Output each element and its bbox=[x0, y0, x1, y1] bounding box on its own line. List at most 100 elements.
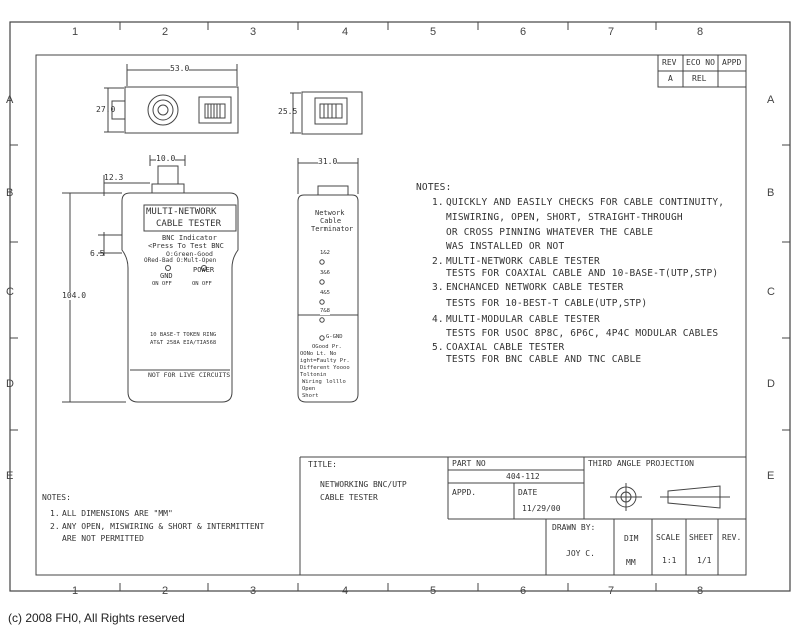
scale-label: SCALE bbox=[656, 533, 681, 542]
zone-col-1-bottom: 1 bbox=[72, 585, 79, 597]
zone-col-6-bottom: 6 bbox=[520, 585, 527, 597]
zone-col-7-bottom: 7 bbox=[608, 585, 615, 597]
tester-gnd-state: ON OFF bbox=[152, 281, 172, 287]
terminator-pin-4: 7&8 bbox=[320, 308, 330, 315]
notes-heading: NOTES: bbox=[416, 182, 452, 193]
note-5-number: 5. bbox=[432, 342, 444, 353]
sheet-value: 1/1 bbox=[697, 556, 712, 565]
projection-label: THIRD ANGLE PROJECTION bbox=[588, 459, 694, 468]
terminator-pin-5: G-GND bbox=[326, 334, 343, 340]
note-2-number: 2. bbox=[432, 256, 444, 267]
zone-row-c: C bbox=[6, 286, 14, 298]
rev-header-eco: ECO NO bbox=[686, 58, 715, 67]
zone-col-7: 7 bbox=[608, 26, 615, 38]
rev-value-rev: A bbox=[668, 74, 673, 83]
terminator-title-line3: Terminator bbox=[311, 225, 354, 233]
terminator-legend-line8: Open bbox=[302, 386, 316, 392]
appd-label: APPD. bbox=[452, 488, 477, 497]
zone-col-5-bottom: 5 bbox=[430, 585, 437, 597]
scale-value: 1:1 bbox=[662, 556, 677, 565]
note-5-line1: COAXIAL CABLE TESTER bbox=[446, 342, 565, 353]
title-label: TITLE: bbox=[308, 460, 337, 469]
dim-overall-height: 104.0 bbox=[62, 291, 87, 300]
zone-row-d: D bbox=[6, 378, 14, 390]
zone-col-3: 3 bbox=[250, 26, 257, 38]
rev-header-rev: REV bbox=[662, 58, 677, 67]
note-1-line3: OR CROSS PINNING WHATEVER THE CABLE bbox=[446, 227, 654, 238]
note-4-line2: TESTS FOR USOC 8P8C, 6P6C, 4P4C MODULAR … bbox=[446, 328, 719, 339]
note-1-line1: QUICKLY AND EASILY CHECKS FOR CABLE CONT… bbox=[446, 197, 725, 208]
dim-value: MM bbox=[626, 558, 636, 567]
note-1-number: 1. bbox=[432, 197, 444, 208]
note-1-line2: MISWIRING, OPEN, SHORT, STRAIGHT-THROUGH bbox=[446, 212, 683, 223]
zone-row-c-right: C bbox=[767, 286, 775, 298]
rev-header-appd: APPD bbox=[722, 58, 742, 67]
terminator-pin-2: 3&6 bbox=[320, 270, 330, 276]
dim-height-side: 27.0 bbox=[96, 105, 116, 114]
part-no-value: 404-112 bbox=[506, 472, 540, 481]
tester-power-state: ON OFF bbox=[192, 281, 212, 287]
terminator-legend-line3: ight=Faulty Pr. bbox=[300, 358, 350, 364]
zone-row-a-right: A bbox=[767, 94, 775, 106]
copyright-notice: (c) 2008 FH0, All Rights reserved bbox=[8, 611, 185, 625]
date-label: DATE bbox=[518, 488, 538, 497]
tester-title-line2: CABLE TESTER bbox=[156, 219, 222, 229]
terminator-title-line2: Cable bbox=[320, 217, 342, 225]
zone-col-6: 6 bbox=[520, 26, 527, 38]
bottom-note-1-line1: ALL DIMENSIONS ARE "MM" bbox=[62, 509, 173, 518]
bottom-note-1-number: 1. bbox=[50, 509, 60, 518]
note-3-line2: TESTS FOR 10-BEST-T CABLE(UTP,STP) bbox=[446, 298, 648, 309]
note-5-line2: TESTS FOR BNC CABLE AND TNC CABLE bbox=[446, 354, 642, 365]
zone-col-2: 2 bbox=[162, 26, 169, 38]
rev-value-eco: REL bbox=[692, 74, 707, 83]
zone-col-8: 8 bbox=[697, 26, 704, 38]
zone-col-8-bottom: 8 bbox=[697, 585, 704, 597]
sheet-label: SHEET bbox=[689, 533, 714, 542]
tester-power-label: POWER bbox=[193, 266, 215, 274]
terminator-legend-line2: OONo Lt. No bbox=[300, 351, 337, 357]
dim-width-top: 53.0 bbox=[170, 64, 190, 73]
zone-col-2-bottom: 2 bbox=[162, 585, 169, 597]
zone-row-e: E bbox=[6, 470, 14, 482]
dim-offset-left: 6.5 bbox=[90, 249, 105, 258]
terminator-legend-line7: lolllo bbox=[326, 379, 346, 385]
terminator-legend-line4: Different Yoooo bbox=[300, 365, 350, 371]
tester-warning: NOT FOR LIVE CIRCUITS bbox=[148, 371, 231, 379]
zone-col-3-bottom: 3 bbox=[250, 585, 257, 597]
note-3-number: 3. bbox=[432, 282, 444, 293]
bottom-note-2-number: 2. bbox=[50, 522, 60, 531]
terminator-legend-line6: Wiring bbox=[302, 379, 322, 385]
zone-col-4-bottom: 4 bbox=[342, 585, 349, 597]
title-line1: NETWORKING BNC/UTP bbox=[320, 480, 407, 489]
zone-col-5: 5 bbox=[430, 26, 437, 38]
tester-bnc-line2: <Press To Test BNC bbox=[148, 242, 224, 250]
dim-label: DIM bbox=[624, 534, 639, 543]
note-2-line2: TESTS FOR COAXIAL CABLE AND 10-BASE-T(UT… bbox=[446, 268, 719, 279]
tester-title-line1: MULTI-NETWORK bbox=[146, 207, 217, 217]
tester-bnc-line4: ORed-Bad O:Mult-Open bbox=[144, 257, 217, 264]
part-no-label: PART NO bbox=[452, 459, 486, 468]
terminator-legend-line5: Toltonin bbox=[300, 372, 327, 378]
zone-row-e-right: E bbox=[767, 470, 775, 482]
note-4-number: 4. bbox=[432, 314, 444, 325]
bottom-note-2-line2: ARE NOT PERMITTED bbox=[62, 534, 144, 543]
zone-col-1: 1 bbox=[72, 26, 79, 38]
bottom-note-2-line1: ANY OPEN, MISWIRING & SHORT & INTERMITTE… bbox=[62, 522, 265, 531]
dim-terminator-width: 31.0 bbox=[318, 157, 338, 166]
dim-bnc-width: 10.0 bbox=[156, 154, 176, 163]
tester-spec-line1: 10 BASE-T TOKEN RING bbox=[150, 332, 217, 338]
rev-label: REV. bbox=[722, 533, 742, 542]
zone-row-b-right: B bbox=[767, 187, 775, 199]
title-line2: CABLE TESTER bbox=[320, 493, 378, 502]
note-4-line1: MULTI-MODULAR CABLE TESTER bbox=[446, 314, 600, 325]
terminator-legend-line1: OGood Pr. bbox=[312, 344, 342, 350]
note-3-line1: ENCHANCED NETWORK CABLE TESTER bbox=[446, 282, 624, 293]
note-1-line4: WAS INSTALLED OR NOT bbox=[446, 241, 565, 252]
terminator-pin-3: 4&5 bbox=[320, 290, 330, 296]
zone-col-4: 4 bbox=[342, 26, 349, 38]
drawn-by-value: JOY C. bbox=[566, 549, 595, 558]
dim-offset-top: 12.3 bbox=[104, 173, 124, 182]
bottom-notes-heading: NOTES: bbox=[42, 493, 71, 502]
terminator-pin-1: 1&2 bbox=[320, 250, 330, 256]
